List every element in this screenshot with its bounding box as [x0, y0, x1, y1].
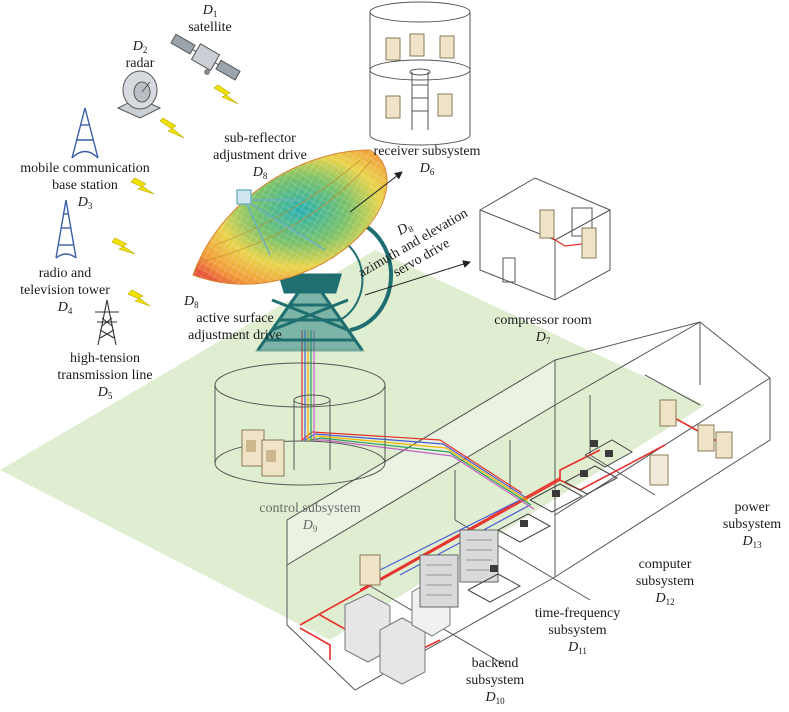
label-computer-line1: computer: [638, 557, 692, 572]
label-radio-sub: 4: [67, 306, 73, 316]
label-transmission-sub: 5: [107, 391, 113, 401]
label-control-sub: 9: [312, 524, 318, 534]
label-compressor-room: compressor room D7: [478, 312, 608, 346]
label-power-symbol: D: [742, 534, 753, 549]
label-power-subsystem: power subsystem D13: [715, 499, 789, 550]
label-mobile-line1: mobile communication: [20, 161, 150, 176]
label-backend-symbol: D: [485, 690, 496, 705]
power-cabinets: [649, 399, 733, 486]
label-satellite: D1 satellite: [180, 2, 240, 36]
label-radio-symbol: D: [57, 300, 68, 315]
label-active-surface-drive: D8 active surface adjustment drive: [170, 293, 300, 344]
arrow-to-compressor: [364, 260, 471, 296]
label-computer-line2: subsystem: [635, 574, 695, 589]
label-backend-subsystem: backend subsystem D10: [450, 655, 540, 706]
mobile-base-station-icon: [71, 107, 99, 159]
telescope-tower: [255, 273, 365, 352]
label-timefreq-line1: time-frequency: [534, 606, 621, 621]
computer-monitors: [490, 440, 613, 572]
label-compressor-symbol: D: [535, 330, 546, 345]
ground-plane: [0, 250, 705, 640]
label-control-symbol: D: [302, 518, 313, 533]
radar-icon: [116, 70, 162, 119]
label-backend-sub: 10: [495, 696, 505, 706]
arrow-to-receiver: [349, 171, 403, 213]
label-computer-sub: 12: [665, 597, 675, 607]
label-receiver-symbol: D: [419, 161, 430, 176]
label-control-name: control subsystem: [259, 501, 361, 516]
label-mobile-base-station: mobile communication base station D3: [5, 160, 165, 211]
label-subref-symbol: D: [252, 165, 263, 180]
label-mobile-line2: base station: [52, 178, 118, 193]
control-cabinets: [241, 429, 285, 477]
label-backend-line2: subsystem: [465, 673, 525, 688]
tower-cable-bundle: [301, 330, 535, 510]
label-radar-sub: 2: [142, 45, 148, 55]
satellite-icon: [170, 33, 241, 81]
label-mobile-symbol: D: [77, 195, 88, 210]
label-power-line1: power: [734, 500, 770, 515]
label-active-line2: adjustment drive: [188, 328, 282, 343]
label-computer-subsystem: computer subsystem D12: [620, 556, 710, 607]
label-compressor-sub: 7: [545, 336, 551, 346]
receiver-room: [369, 1, 471, 146]
label-transmission-symbol: D: [97, 385, 108, 400]
label-active-sub: 8: [194, 300, 199, 310]
label-radar-name: radar: [125, 56, 155, 71]
label-mobile-sub: 3: [87, 201, 93, 211]
time-frequency-racks: [419, 529, 499, 608]
label-sub-reflector-drive: sub-reflector adjustment drive D8: [195, 130, 325, 181]
dish-reflector: [192, 149, 388, 285]
label-transmission-line1: high-tension: [70, 351, 140, 366]
equipment-building: [286, 321, 771, 691]
label-power-sub: 13: [752, 540, 762, 550]
label-active-symbol: D: [184, 294, 195, 309]
label-backend-line1: backend: [471, 656, 519, 671]
label-transmission-line: high-tension transmission line D5: [40, 350, 170, 401]
compressor-cable: [551, 237, 583, 247]
interference-lightning-icons: [111, 84, 239, 307]
label-radar-symbol: D: [132, 39, 143, 54]
label-radar: D2 radar: [115, 38, 165, 72]
label-subref-line2: adjustment drive: [213, 148, 307, 163]
label-compressor-name: compressor room: [494, 313, 592, 328]
label-radio-tv-tower: radio and television tower D4: [0, 265, 130, 316]
control-room-cylinder: [214, 362, 386, 486]
label-control-subsystem: control subsystem D9: [235, 500, 385, 534]
label-radio-line2: television tower: [20, 283, 110, 298]
feed-legs: [236, 189, 326, 256]
label-active-line1: active surface: [196, 311, 274, 326]
label-satellite-symbol: D: [202, 3, 213, 18]
label-subref-line1: sub-reflector: [224, 131, 296, 146]
label-transmission-line2: transmission line: [57, 368, 153, 383]
label-subref-sub: 8: [262, 171, 268, 181]
label-timefreq-line2: subsystem: [548, 623, 607, 638]
label-receiver-subsystem: receiver subsystem D6: [352, 143, 502, 177]
label-satellite-name: satellite: [188, 20, 232, 35]
compressor-cabinets: [539, 209, 597, 259]
transmission-tower-icon: [95, 299, 119, 346]
label-computer-symbol: D: [655, 591, 666, 606]
label-receiver-name: receiver subsystem: [373, 144, 481, 159]
receiver-cabinets: [385, 33, 455, 119]
label-satellite-sub: 1: [212, 9, 218, 19]
label-time-frequency-subsystem: time-frequency subsystem D11: [520, 605, 635, 656]
label-receiver-sub: 6: [429, 167, 435, 177]
label-timefreq-sub: 11: [578, 646, 587, 656]
radio-tv-tower-icon: [55, 199, 77, 259]
label-power-line2: subsystem: [722, 517, 782, 532]
label-timefreq-symbol: D: [568, 640, 579, 655]
label-radio-line1: radio and: [38, 266, 92, 281]
